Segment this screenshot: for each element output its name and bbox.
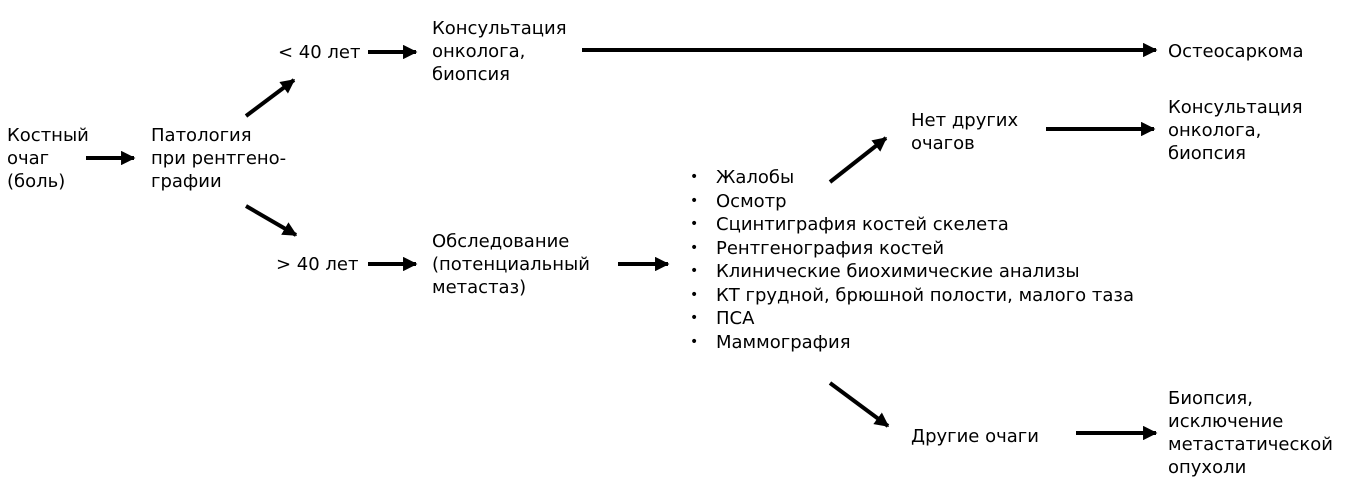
node-line: графии xyxy=(151,171,222,192)
list-item: ПСА xyxy=(690,307,1134,331)
node-osteosarcoma: Остеосаркома xyxy=(1168,40,1303,63)
list-item: Жалобы xyxy=(690,166,1134,190)
node-oncologist-top: Консультация онколога, биопсия xyxy=(432,17,567,86)
node-line: при рентгено- xyxy=(151,148,287,169)
list-item: КТ грудной, брюшной полости, малого таза xyxy=(690,284,1134,308)
node-biopsy-exclusion: Биопсия, исключение метастатической опух… xyxy=(1168,387,1333,479)
node-line: исключение xyxy=(1168,411,1284,432)
node-line: Нет других xyxy=(911,110,1019,131)
node-line: Биопсия, xyxy=(1168,388,1253,409)
node-over-40: > 40 лет xyxy=(276,253,359,276)
node-under-40: < 40 лет xyxy=(278,41,361,64)
node-line: Другие очаги xyxy=(911,426,1039,447)
node-line: биопсия xyxy=(1168,143,1247,164)
node-line: онколога, xyxy=(432,41,526,62)
node-line: Костный xyxy=(7,125,89,146)
node-line: Консультация xyxy=(1168,97,1303,118)
arrow-list-to-other-lesions xyxy=(828,381,890,428)
node-line: (потенциальный xyxy=(432,254,590,275)
list-item: Маммография xyxy=(690,331,1134,355)
node-line: (боль) xyxy=(7,171,66,192)
node-line: < 40 лет xyxy=(278,42,361,63)
node-line: очаг xyxy=(7,148,50,169)
list-item: Рентгенография костей xyxy=(690,237,1134,261)
examination-list: Жалобы Осмотр Сцинтиграфия костей скелет… xyxy=(690,166,1134,354)
node-line: Остеосаркома xyxy=(1168,41,1304,62)
node-line: > 40 лет xyxy=(276,254,359,275)
arrow-pathology-to-under-40 xyxy=(244,78,296,118)
node-line: Патология xyxy=(151,125,252,146)
node-line: Обследование xyxy=(432,231,570,252)
node-xray-pathology: Патология при рентгено- графии xyxy=(151,124,286,193)
node-no-other-lesions: Нет других очагов xyxy=(911,109,1018,155)
list-item: Осмотр xyxy=(690,190,1134,214)
node-other-lesions: Другие очаги xyxy=(911,425,1039,448)
node-examination: Обследование (потенциальный метастаз) xyxy=(432,230,590,299)
node-line: очагов xyxy=(911,133,975,154)
list-item: Сцинтиграфия костей скелета xyxy=(690,213,1134,237)
node-bone-lesion: Костный очаг (боль) xyxy=(7,124,89,193)
node-oncologist-right: Консультация онколога, биопсия xyxy=(1168,96,1303,165)
node-line: опухоли xyxy=(1168,457,1247,478)
node-line: метастаз) xyxy=(432,277,527,298)
node-line: Консультация xyxy=(432,18,567,39)
node-line: метастатической xyxy=(1168,434,1333,455)
list-item: Клинические биохимические анализы xyxy=(690,260,1134,284)
node-line: онколога, xyxy=(1168,120,1262,141)
node-line: биопсия xyxy=(432,64,511,85)
arrow-pathology-to-over-40 xyxy=(244,204,298,237)
